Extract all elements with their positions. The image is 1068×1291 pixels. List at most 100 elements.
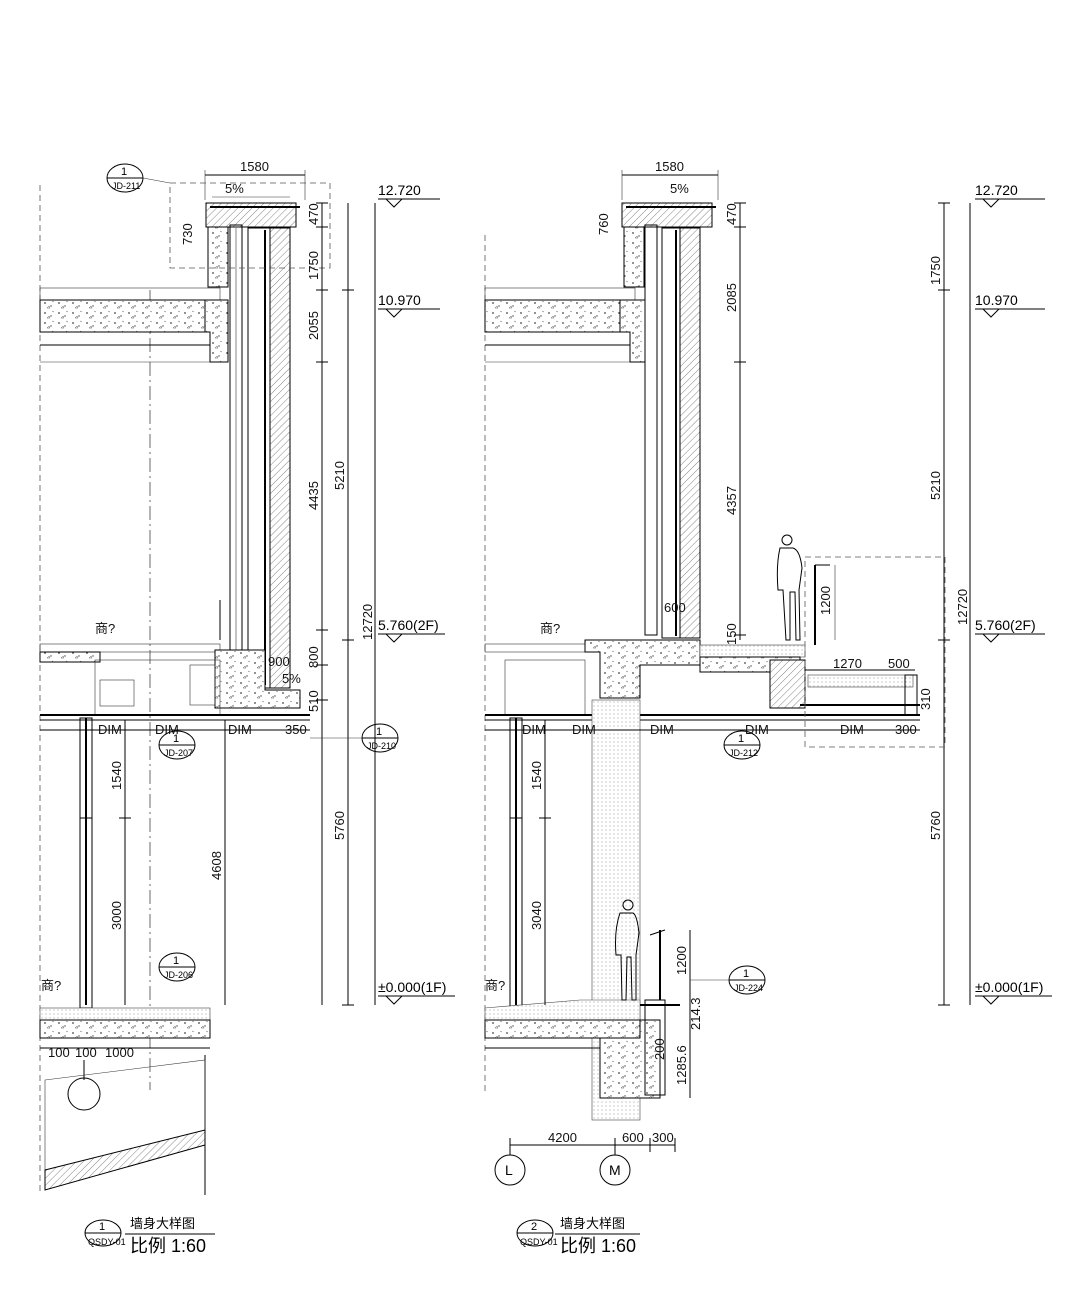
roof-edge-beam bbox=[204, 299, 229, 363]
room-label-1f: 商? bbox=[41, 978, 61, 993]
dim-214: 214.3 bbox=[688, 997, 703, 1030]
dim-1540-2: 1540 bbox=[529, 761, 544, 790]
roof-slope-label: 5% bbox=[225, 181, 244, 196]
sill-slope: 5% bbox=[282, 671, 301, 686]
svg-text:1: 1 bbox=[743, 968, 749, 980]
svg-text:JD-210: JD-210 bbox=[367, 741, 396, 751]
parapet-right-dim-2: 470 bbox=[724, 203, 739, 225]
dim-1750-2: 1750 bbox=[928, 256, 943, 285]
dim-4435: 4435 bbox=[306, 481, 321, 510]
retaining-wall-edge bbox=[644, 999, 666, 1096]
svg-text:QSDY-01: QSDY-01 bbox=[88, 1237, 126, 1247]
total-height-dim-1: 12720 bbox=[360, 203, 376, 1005]
elevation-0000-b: ±0.000(1F) bbox=[975, 979, 1043, 995]
dim-label-2-1: DIM bbox=[522, 722, 546, 737]
grid-dim-600: 600 bbox=[622, 1130, 644, 1145]
floor-edge-beam bbox=[214, 649, 301, 709]
dim-4357: 4357 bbox=[724, 486, 739, 515]
svg-text:1: 1 bbox=[121, 166, 127, 178]
floor-finish-2f bbox=[39, 643, 221, 653]
dim-5210: 5210 bbox=[332, 461, 347, 490]
drawing-2-name: 墙身大样图 bbox=[560, 1216, 625, 1232]
drawing-1-title: 1 QSDY-01 墙身大样图 比例 1:60 bbox=[84, 1216, 215, 1256]
svg-text:JD-224: JD-224 bbox=[734, 983, 763, 993]
dim-label-3: DIM bbox=[228, 722, 252, 737]
right-dim-chain-1: 470 1750 2055 4435 800 510 bbox=[306, 202, 328, 1005]
roof-slab bbox=[39, 299, 216, 333]
right-dim-chain-4: 1750 5210 5760 bbox=[928, 202, 950, 1006]
dim-2055: 2055 bbox=[306, 311, 321, 340]
planter-curb bbox=[769, 659, 806, 709]
roof-slope-label-2: 5% bbox=[670, 181, 689, 196]
dim-label-2-5: DIM bbox=[840, 722, 864, 737]
svg-text:JD-211: JD-211 bbox=[112, 181, 140, 191]
retaining-dims: 1200 214.3 200 1285.6 bbox=[652, 930, 703, 1098]
right-dim-chain-2: 5210 5760 bbox=[332, 203, 354, 1006]
total-height-dim-2: 12720 bbox=[955, 203, 971, 1005]
svg-text:JD-212: JD-212 bbox=[729, 748, 758, 758]
ground-slab bbox=[39, 1019, 211, 1039]
wall-cladding-2 bbox=[679, 227, 701, 639]
dim-310: 310 bbox=[918, 688, 933, 710]
dim-label-2-3: DIM bbox=[650, 722, 674, 737]
callout-jd-211[interactable]: 1 JD-211 bbox=[106, 163, 171, 193]
dim-200: 200 bbox=[652, 1038, 667, 1060]
parapet-right-dim: 470 bbox=[306, 203, 321, 225]
dim-1285: 1285.6 bbox=[674, 1045, 689, 1085]
dim-1750: 1750 bbox=[306, 251, 321, 280]
grid-dim-4200: 4200 bbox=[548, 1130, 577, 1145]
callout-jd-212[interactable]: 1 JD-212 bbox=[723, 730, 761, 760]
callout-jd-206[interactable]: 1 JD-206 bbox=[158, 952, 196, 982]
dim-4608: 4608 bbox=[209, 851, 224, 880]
terrace-finish bbox=[699, 644, 806, 658]
elevation-marks-1: 12.720 10.970 5.760(2F) ±0.000(1F) bbox=[378, 182, 455, 1005]
grid-axis-l bbox=[494, 1154, 526, 1186]
elevation-5760: 5.760(2F) bbox=[378, 617, 439, 633]
elevation-10970-b: 10.970 bbox=[975, 292, 1018, 308]
dim-label-2-4: DIM bbox=[745, 722, 769, 737]
dim-2085: 2085 bbox=[724, 283, 739, 312]
terrace-canopy bbox=[807, 674, 914, 688]
dim-12720-2: 12720 bbox=[955, 589, 970, 625]
drawing-2-title: 2 QSDY-01 墙身大样图 比例 1:60 bbox=[516, 1216, 640, 1256]
elevation-12720: 12.720 bbox=[378, 182, 421, 198]
wall-cladding bbox=[269, 227, 291, 689]
bottom-dim-2: 100 bbox=[75, 1045, 97, 1060]
foundation-slab bbox=[44, 1129, 206, 1191]
elevation-marks-2: 12.720 10.970 5.760(2F) ±0.000(1F) bbox=[975, 182, 1052, 1005]
grid-axis-m bbox=[599, 1154, 631, 1186]
dim-12720: 12720 bbox=[360, 604, 375, 640]
human-figure-terrace bbox=[776, 534, 803, 641]
dim-3000: 3000 bbox=[109, 901, 124, 930]
bottom-dim-3: 1000 bbox=[105, 1045, 134, 1060]
dim-1200-bottom: 1200 bbox=[674, 946, 689, 975]
curtain-wall-frame bbox=[247, 227, 271, 689]
drawing-1: 1580 5% 730 470 1750 2055 4435 800 510 bbox=[39, 159, 455, 1256]
dim-510: 510 bbox=[306, 690, 321, 712]
dim-3040: 3040 bbox=[529, 901, 544, 930]
callout-boundary-top bbox=[169, 182, 331, 269]
svg-text:1: 1 bbox=[738, 733, 744, 745]
dim-150: 150 bbox=[724, 623, 739, 645]
callout-jd-210[interactable]: 1 JD-210 bbox=[310, 723, 399, 753]
parapet-left-dim: 730 bbox=[180, 223, 195, 245]
elevation-10970: 10.970 bbox=[378, 292, 421, 308]
parapet-wall bbox=[207, 226, 229, 288]
pipe-section bbox=[67, 1077, 101, 1111]
top-width-dim-2: 1580 bbox=[655, 159, 684, 174]
room-label-1f-b: 商? bbox=[485, 978, 505, 993]
curtain-wall-mullion-2 bbox=[644, 224, 658, 636]
svg-text:L: L bbox=[505, 1162, 513, 1178]
callout-jd-207[interactable]: 1 JD-207 bbox=[158, 730, 196, 760]
drawing-1-scale: 比例 1:60 bbox=[130, 1236, 206, 1256]
dim-600: 600 bbox=[664, 600, 686, 615]
elevation-0000: ±0.000(1F) bbox=[378, 979, 446, 995]
dim-300-top: 300 bbox=[895, 722, 917, 737]
svg-text:2: 2 bbox=[531, 1221, 537, 1233]
svg-text:JD-207: JD-207 bbox=[164, 748, 193, 758]
callout-jd-224[interactable]: 1 JD-224 bbox=[690, 965, 766, 995]
ceiling-void-2 bbox=[504, 659, 586, 716]
dim-5210-2: 5210 bbox=[928, 471, 943, 500]
dim-5760-2: 5760 bbox=[928, 811, 943, 840]
